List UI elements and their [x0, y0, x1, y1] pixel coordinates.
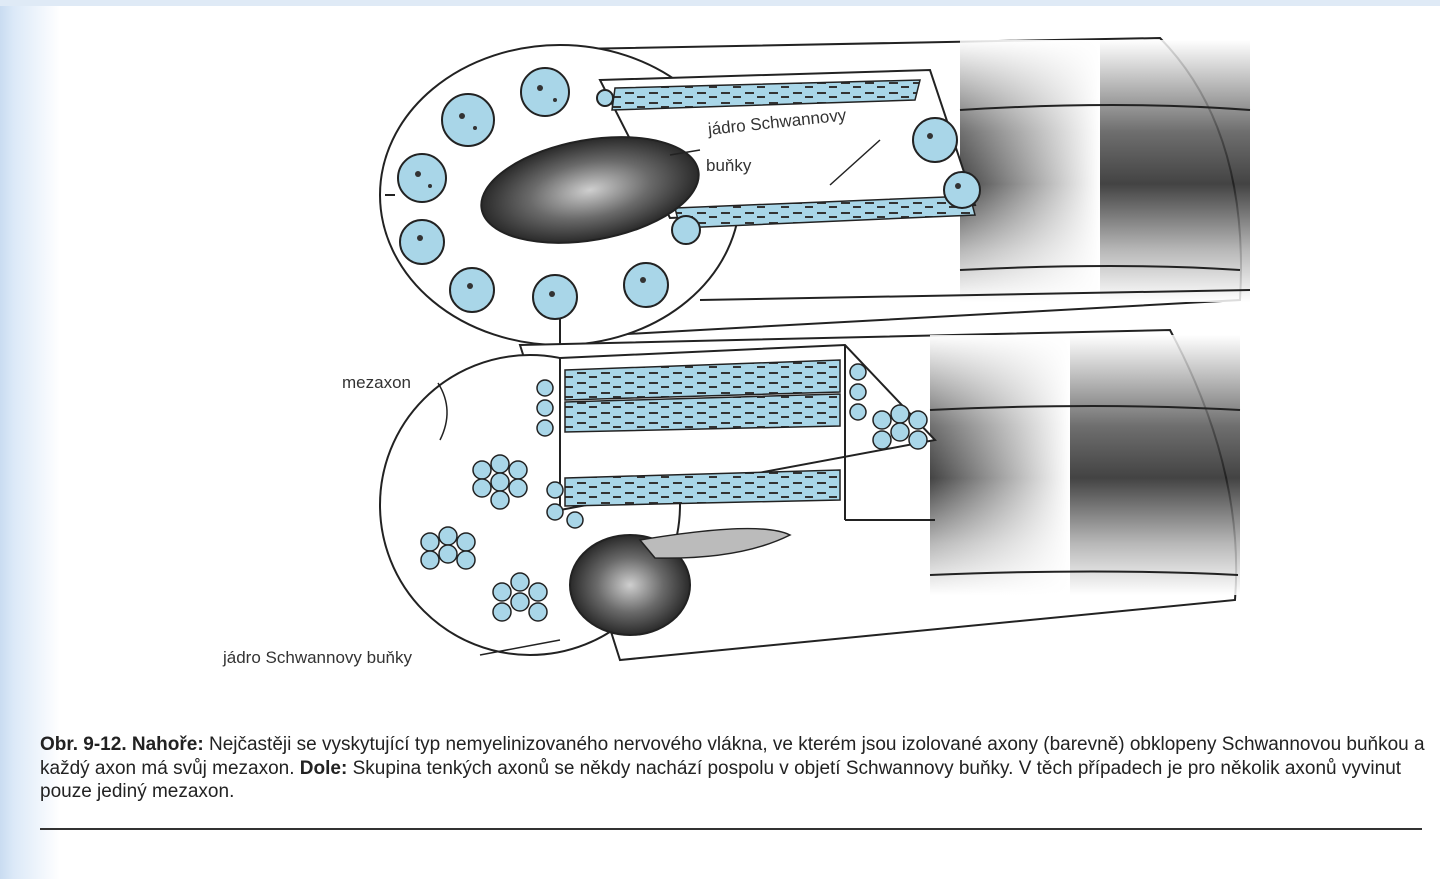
figure-caption: Obr. 9-12. Nahoře: Nejčastěji se vyskytu…	[40, 733, 1430, 804]
label-nucleus-top-line2: buňky	[706, 156, 751, 176]
caption-bottom-label: Dole:	[300, 758, 348, 779]
upper-fiber	[380, 38, 1250, 345]
caption-rule	[40, 828, 1422, 830]
label-mesaxon: mezaxon	[342, 373, 411, 393]
caption-ref: Obr. 9-12.	[40, 734, 127, 755]
lower-fiber	[380, 330, 1240, 660]
nerve-fiber-diagram	[0, 0, 1440, 720]
caption-top-label: Nahoře:	[132, 734, 204, 755]
label-nucleus-bottom: jádro Schwannovy buňky	[223, 648, 412, 668]
